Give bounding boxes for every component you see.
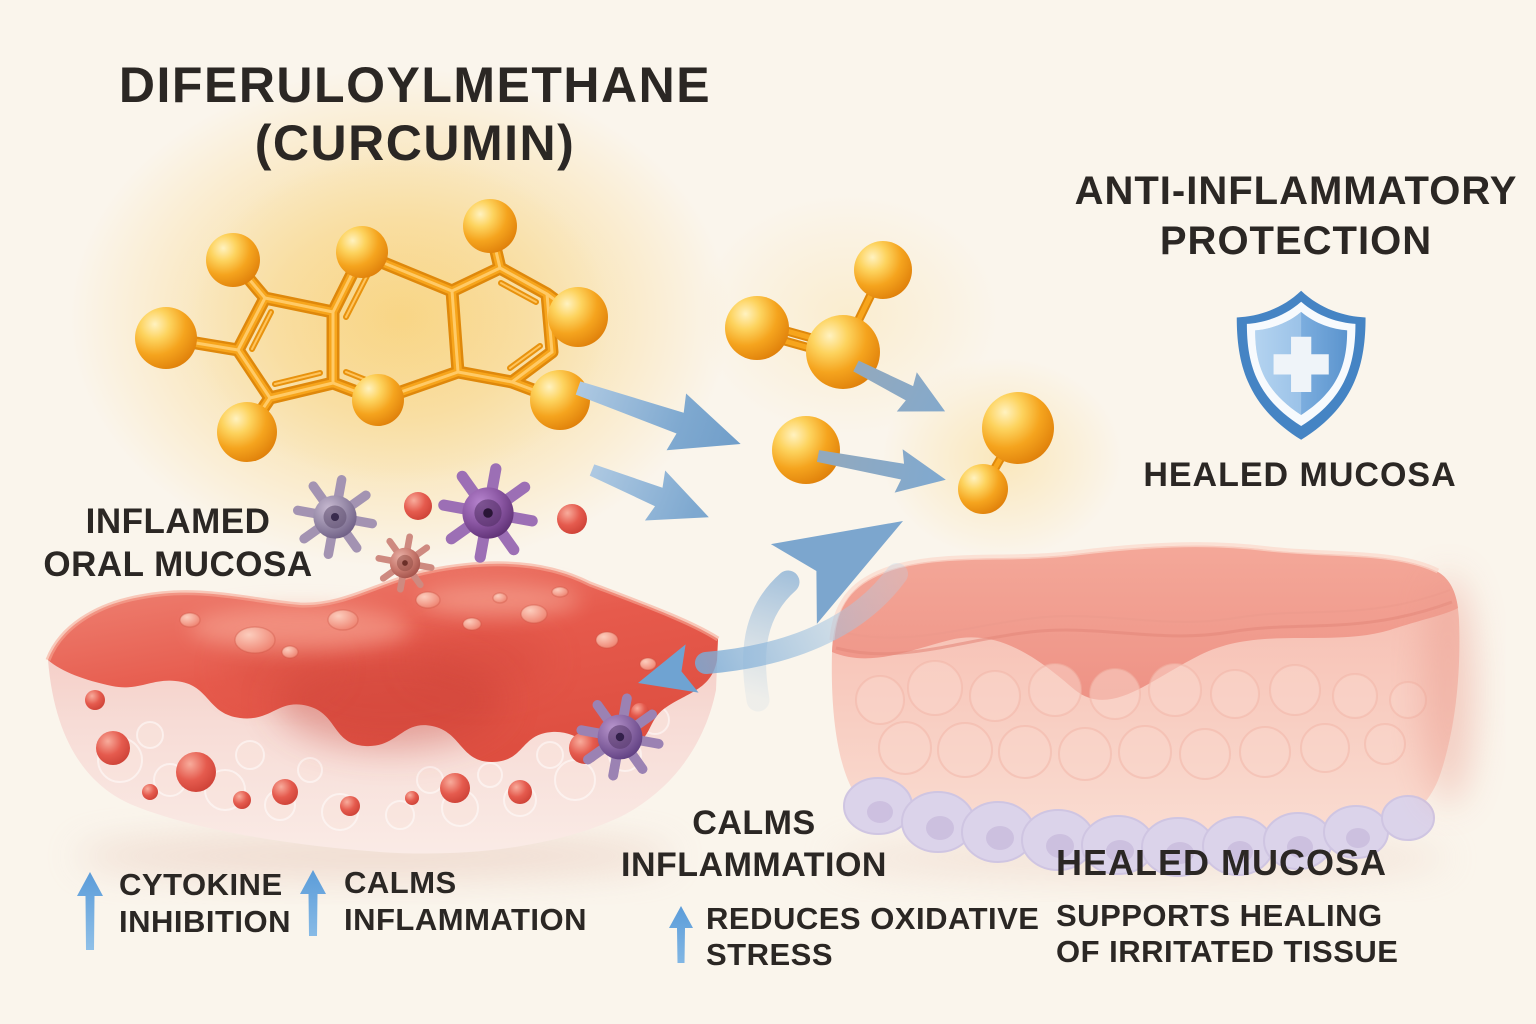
benefit-calms-left-line2: INFLAMMATION [344,902,588,937]
benefit-oxidative-line2: STRESS [706,937,834,972]
flow-arrow-icon [853,360,946,412]
curcumin-molecule-icon [135,199,608,462]
up-arrow-icon [300,870,326,936]
benefit-calms-left-line1: CALMS [344,865,457,900]
inflammatory-cell-dots [85,690,649,816]
benefit-reduces-oxidative-stress: REDUCES OXIDATIVE STRESS [706,901,1039,973]
cross-icon [1273,336,1329,392]
flow-arrow-icon [575,381,741,451]
benefit-cytokine-inhibition: CYTOKINE INHIBITION [119,866,291,940]
healed-mucosa-title: HEALED MUCOSA [1056,842,1388,883]
virus-icon [438,463,538,563]
inflamed-blisters [179,586,657,671]
up-arrow-icon [77,872,103,950]
benefit-cytokine-line1: CYTOKINE [119,867,283,902]
healed-surface-band [832,545,1458,700]
benefit-calms-center-line1: CALMS [692,804,816,842]
healed-tissue-illustration [829,542,1474,877]
inflamed-tissue-illustration [45,561,720,854]
healed-mucosa-sub-line1: SUPPORTS HEALING [1056,898,1383,933]
flow-arrow-icon [589,464,709,521]
healed-mucosa-sub-line2: OF IRRITATED TISSUE [1056,934,1399,969]
main-title-line2: (CURCUMIN) [254,115,576,171]
protection-heading-line1: ANTI-INFLAMMATORY [1074,169,1518,213]
benefit-calms-inflammation-left: CALMS INFLAMMATION [344,864,587,938]
benefit-cytokine-line2: INHIBITION [119,904,292,939]
return-flow-arrow-icon [638,563,908,693]
main-title-line1: DIFERULOYLMETHANE [118,57,712,113]
protection-heading: ANTI-INFLAMMATORY PROTECTION [1056,166,1536,266]
up-arrow-icon [669,906,693,963]
released-molecule-double [958,392,1054,514]
protection-heading-line2: PROTECTION [1159,219,1433,263]
released-molecule-single [772,416,840,484]
healed-cell-bubbles [855,660,1427,781]
basal-lavender-cells [843,777,1435,877]
benefit-calms-inflammation-center: CALMS INFLAMMATION [592,802,916,886]
flow-arrow-icon [743,521,903,712]
virus-icon [293,475,377,559]
benefit-oxidative-line1: REDUCES OXIDATIVE [706,901,1040,936]
inflamed-mucosa-label-line2: ORAL MUCOSA [43,545,313,584]
inflamed-mucosa-label-line1: INFLAMED [85,502,271,541]
shield-cross-icon [1236,290,1366,440]
red-cell-dot [557,504,587,534]
main-title: DIFERULOYLMETHANE (CURCUMIN) [50,56,780,172]
virus-icon [576,693,664,781]
benefit-calms-center-line2: INFLAMMATION [621,846,887,884]
virus-icon [375,533,435,593]
released-molecule-triple [725,241,912,389]
flow-arrow-icon [816,449,946,493]
red-cell-dot [404,492,432,520]
shield-caption: HEALED MUCOSA [1143,456,1457,494]
inflamed-mucosa-label: INFLAMED ORAL MUCOSA [18,500,338,586]
healed-mucosa-subtitle: SUPPORTS HEALING OF IRRITATED TISSUE [1056,898,1398,970]
